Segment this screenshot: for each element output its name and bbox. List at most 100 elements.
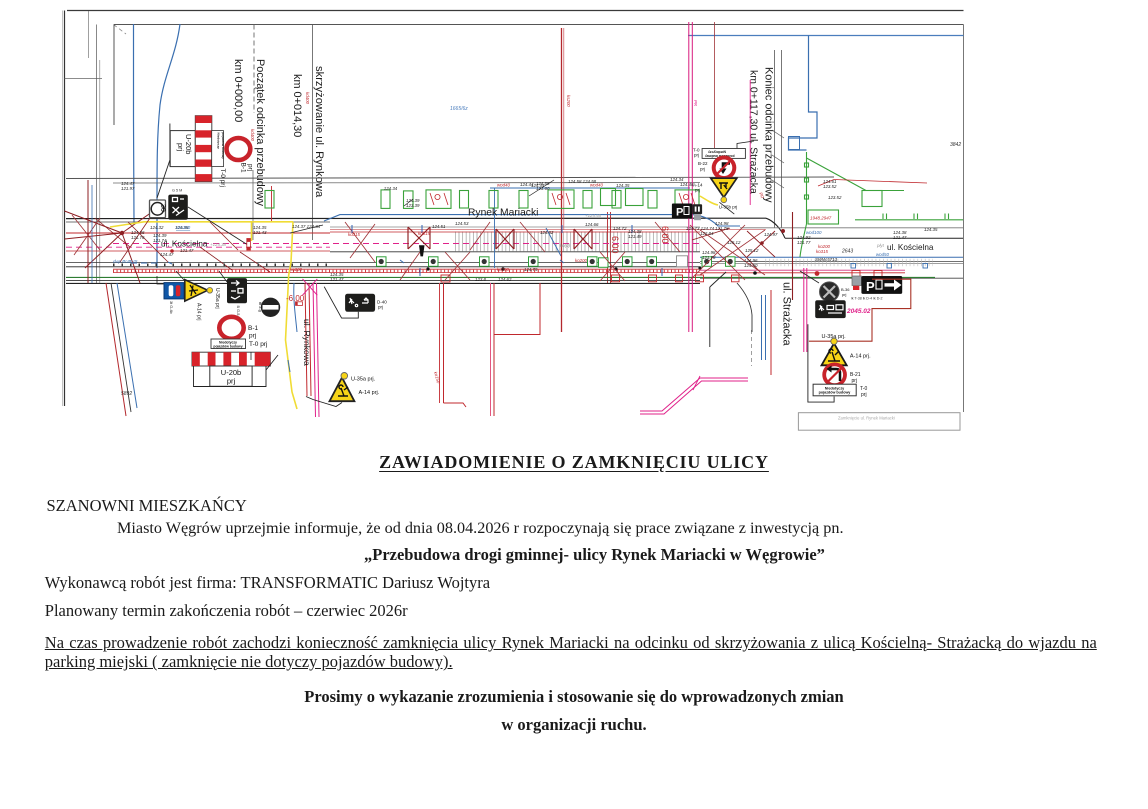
svg-text:prj: prj [176,143,185,152]
svg-text:ul. Strażacka: ul. Strażacka [781,282,793,346]
svg-text:D-40: D-40 [377,300,387,305]
svg-text:124.39: 124.39 [406,198,420,203]
svg-text:skrzyżowanie ul. Rynkowa: skrzyżowanie ul. Rynkowa [313,66,325,198]
svg-text:6.00: 6.00 [660,226,670,244]
svg-text:prj: prj [247,164,254,171]
svg-text:121.47: 121.47 [330,277,344,282]
svg-text:125.12: 125.12 [745,248,759,253]
svg-text:kd315: kd315 [418,231,431,236]
svg-text:ko200: ko200 [497,267,510,272]
svg-text:km 0+014,30: km 0+014,30 [291,74,303,137]
svg-text:124.44: 124.44 [531,183,545,188]
svg-text:Niedotyczy: Niedotyczy [217,133,221,150]
svg-text:124.58: 124.58 [536,181,550,186]
svg-text:2045.02: 2045.02 [846,308,871,315]
svg-text:124.66: 124.66 [585,222,599,227]
svg-text:A-14 prj.: A-14 prj. [359,390,380,396]
svg-text:prj: prj [861,392,867,398]
svg-text:+124.55: +124.55 [585,213,602,218]
svg-text:124.97: 124.97 [764,232,778,237]
svg-text:ko315: ko315 [816,249,829,254]
svg-text:123.8: 123.8 [475,277,487,282]
svg-text:1948.2947: 1948.2947 [810,216,832,221]
svg-text:Niedotyczy: Niedotyczy [825,386,845,390]
svg-text:U-20b: U-20b [184,134,193,154]
svg-text:P: P [676,207,683,219]
svg-text:3842: 3842 [950,142,961,148]
svg-text:B-1: B-1 [240,163,247,174]
svg-text:B G-5: B G-5 [236,306,240,316]
svg-text:Niedotyczy: Niedotyczy [219,341,237,345]
svg-text:ʎzɔʎʇopǝıN: ʎzɔʎʇopǝıN [708,150,726,154]
svg-text:ul. Rynkowa: ul. Rynkowa [302,319,312,366]
svg-text:ʎʍopnq ʍopzɐɾod: ʎʍopnq ʍopzɐɾod [705,154,735,158]
svg-text:prj: prj [249,333,256,340]
svg-text:ul. Kościelna: ul. Kościelna [887,243,934,252]
svg-text:prj: prj [700,167,705,172]
svg-text:kd400: kd400 [305,92,310,105]
svg-text:124.62: 124.62 [540,230,554,235]
svg-text:Koniec odcinka przebudowy: Koniec odcinka przebudowy [763,67,775,203]
svg-text:U-20b: U-20b [221,368,241,377]
svg-text:lk T-38 lk D-4 lk D-2: lk T-38 lk D-4 lk D-2 [851,297,883,301]
svg-text:T-0 prj: T-0 prj [249,341,267,348]
svg-text:124.37 124.34: 124.37 124.34 [292,224,321,229]
svg-text:G 5 M: G 5 M [172,189,182,193]
svg-text:pojazdów budowy: pojazdów budowy [221,132,225,159]
svg-text:124.75: 124.75 [524,267,538,272]
svg-text:PR: PR [693,100,698,107]
svg-text:B-36: B-36 [841,287,850,292]
svg-text:3t G-4b: 3t G-4b [169,301,173,314]
svg-text:125.12: 125.12 [727,240,741,245]
svg-text:Zamknięcie ul. Rynek Mariacki: Zamknięcie ul. Rynek Mariacki [838,416,895,421]
svg-text:wod40: wod40 [497,183,510,188]
svg-text:wod100: wod100 [806,230,822,235]
svg-text:P: P [866,279,875,294]
svg-text:+124.38: +124.38 [210,242,227,247]
svg-text:124.53: 124.53 [455,221,469,226]
svg-text:121.49: 121.49 [628,234,642,239]
svg-text:124.36: 124.36 [175,225,189,230]
svg-text:PR: PR [758,192,765,200]
svg-text:124.72: 124.72 [613,226,627,231]
svg-text:124.38: 124.38 [893,230,907,235]
svg-text:T-0: T-0 [860,386,867,392]
svg-text:124.36: 124.36 [131,230,145,235]
svg-text:30: 30 [159,204,166,212]
svg-text:6.00: 6.00 [610,236,620,254]
svg-text:prj: prj [227,377,236,386]
svg-text:SWW.5713: SWW.5713 [815,257,838,262]
svg-text:124.38: 124.38 [628,229,642,234]
svg-text:prj: prj [842,292,847,297]
svg-text:124.58 124.58: 124.58 124.58 [568,179,597,184]
svg-text:121.76: 121.76 [131,235,145,240]
svg-text:1665/6z: 1665/6z [450,106,468,112]
svg-text:prj: prj [378,305,383,310]
svg-text:124.44: 124.44 [520,182,534,187]
svg-text:ko150: ko150 [433,371,441,384]
svg-text:U-35a prj.: U-35a prj. [351,377,376,383]
svg-text:prj: prj [694,153,699,158]
svg-text:szn150: szn150 [176,225,191,230]
svg-text:121.74: 121.74 [153,238,167,243]
svg-text:-6.00: -6.00 [286,294,305,303]
svg-text:kd400: kd400 [250,129,255,142]
svg-text:124.62: 124.62 [498,277,512,282]
svg-text:121.78: 121.78 [715,226,729,231]
svg-text:B-1: B-1 [248,325,259,332]
svg-text:124.73 124.74: 124.73 124.74 [686,226,715,231]
svg-text:124.96: 124.96 [744,258,758,263]
svg-text:ul. Kościelna: ul. Kościelna [161,240,208,249]
svg-text:U-35a prj.: U-35a prj. [822,334,847,340]
svg-text:Początek odcinka przebudowy: Początek odcinka przebudowy [254,59,266,207]
svg-text:2643: 2643 [841,249,853,255]
svg-text:A-14: A-14 [693,183,703,188]
svg-text:123.52: 123.52 [823,184,837,189]
svg-text:124.98: 124.98 [702,250,716,255]
svg-text:pojazdów budowy: pojazdów budowy [213,345,242,349]
svg-text:ko200: ko200 [575,258,588,263]
svg-text:121.47: 121.47 [893,235,907,240]
svg-text:124.60: 124.60 [744,263,758,268]
svg-text:122.84: 122.84 [700,231,714,236]
svg-text:121.77: 121.77 [797,240,811,245]
